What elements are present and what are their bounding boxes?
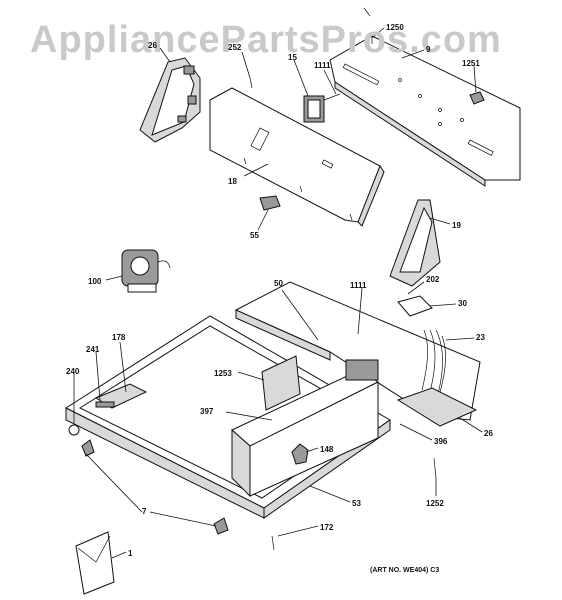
part-241-strip xyxy=(95,401,115,408)
part-100-motor xyxy=(121,249,171,293)
art-number: (ART NO. WE404) C3 xyxy=(370,567,439,574)
part-148-plug xyxy=(291,443,309,465)
callout-53: 53 xyxy=(352,499,361,508)
part-18-control-panel xyxy=(209,87,385,227)
callout-23: 23 xyxy=(476,333,485,342)
callout-397: 397 xyxy=(200,407,214,416)
callout-26-bottom: 26 xyxy=(484,429,493,438)
part-240-foot xyxy=(68,424,80,436)
watermark: AppliancePartsPros.com xyxy=(30,19,502,61)
part-1250-screw xyxy=(363,7,371,17)
callout-1251: 1251 xyxy=(462,59,480,68)
callout-252: 252 xyxy=(228,43,242,52)
callout-202: 202 xyxy=(426,275,440,284)
part-397-chute xyxy=(231,359,379,498)
callout-7: 7 xyxy=(142,507,147,516)
callout-240: 240 xyxy=(66,367,80,376)
part-252-screw xyxy=(249,77,253,89)
callout-labels: 1250 9 26 252 15 1111 1251 18 55 19 100 … xyxy=(66,23,493,558)
part-1-manual xyxy=(75,531,115,595)
part-30-plate xyxy=(397,295,433,317)
part-23-wire-harness xyxy=(421,329,446,395)
callout-18: 18 xyxy=(228,177,237,186)
callout-396: 396 xyxy=(434,437,448,446)
part-26-rear-bracket xyxy=(396,387,478,427)
callout-172: 172 xyxy=(320,523,334,532)
callout-19: 19 xyxy=(452,221,461,230)
part-1252-screw xyxy=(433,457,437,479)
part-15-switch xyxy=(303,93,341,123)
callout-148: 148 xyxy=(320,445,334,454)
callout-9: 9 xyxy=(426,45,431,54)
part-26-end-cap xyxy=(139,57,201,143)
callout-1250: 1250 xyxy=(386,23,404,32)
callout-15: 15 xyxy=(288,53,297,62)
part-55-clip xyxy=(259,195,281,211)
part-172-screw xyxy=(271,535,275,551)
callout-1253: 1253 xyxy=(214,369,232,378)
callout-241: 241 xyxy=(86,345,100,354)
part-1251-clip xyxy=(469,91,485,105)
callout-55: 55 xyxy=(250,231,259,240)
callout-1111-top: 1111 xyxy=(314,61,331,70)
part-19-bracket xyxy=(389,199,441,287)
part-9-rear-panel xyxy=(329,35,521,187)
part-50-base-top xyxy=(234,281,481,421)
callout-1111-mid: 1111 xyxy=(350,281,367,290)
part-7-feet xyxy=(81,439,229,535)
callout-1: 1 xyxy=(128,549,133,558)
part-1253-bracket xyxy=(261,355,301,411)
callout-100: 100 xyxy=(88,277,102,286)
leader-lines xyxy=(73,27,483,559)
callout-1252: 1252 xyxy=(426,499,444,508)
callout-178: 178 xyxy=(112,333,126,342)
callout-50: 50 xyxy=(274,279,283,288)
callout-30: 30 xyxy=(458,299,467,308)
callout-26-top: 26 xyxy=(148,41,157,50)
